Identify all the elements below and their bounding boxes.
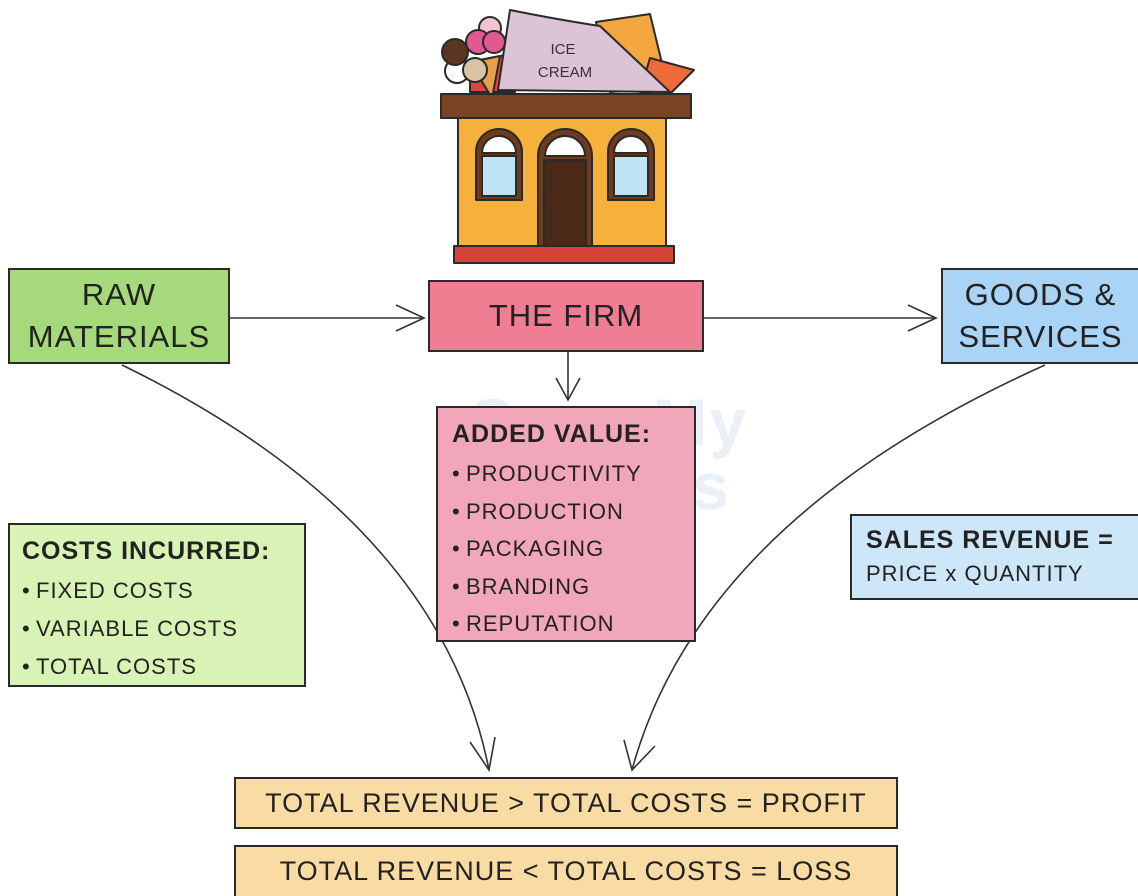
costs-item: FIXED COSTS [36, 578, 194, 603]
ice-cream-cone-icon [441, 16, 506, 99]
list-item: •REPUTATION [452, 611, 615, 636]
list-item: •FIXED COSTS [22, 578, 194, 603]
firm-box: THE FIRM [428, 280, 704, 352]
added-value-item: PACKAGING [466, 536, 605, 561]
added-value-item: PRODUCTION [466, 498, 624, 524]
profit-outcome-text: TOTAL REVENUE > TOTAL COSTS = PROFIT [265, 787, 867, 818]
list-item: •TOTAL COSTS [22, 654, 197, 679]
added-value-heading: ADDED VALUE: [452, 420, 652, 448]
goods-services-line1: GOODS & [964, 277, 1117, 312]
ice-cream-shop-illustration: ICE CREAM [440, 9, 695, 264]
firm-label: THE FIRM [488, 298, 644, 333]
costs-incurred-box: COSTS INCURRED: •FIXED COSTS •VARIABLE C… [8, 523, 306, 687]
connectors [121, 304, 1046, 773]
list-item: •PACKAGING [452, 536, 605, 561]
shop-sign-line2: CREAM [538, 64, 592, 81]
loss-outcome-box: TOTAL REVENUE < TOTAL COSTS = LOSS [234, 845, 898, 896]
goods-services-box: GOODS & SERVICES [941, 268, 1138, 364]
arrow-raw-to-firm-head [395, 304, 426, 332]
curve-goods-to-outcome [631, 364, 1046, 771]
sales-revenue-box: SALES REVENUE = PRICE x QUANTITY [850, 514, 1138, 600]
added-value-list: •PRODUCTIVITY •PRODUCTION •PACKAGING •BR… [452, 455, 680, 643]
raw-materials-line1: RAW [81, 277, 157, 312]
added-value-item: REPUTATION [466, 611, 615, 636]
curve-goods-to-outcome-head [623, 739, 656, 772]
curve-raw-to-outcome-head [469, 736, 496, 773]
list-item: •BRANDING [452, 573, 591, 599]
raw-materials-line2: MATERIALS [27, 319, 211, 354]
shop-sign-line1: ICE [550, 41, 575, 58]
arrow-firm-to-goods-head [907, 304, 938, 332]
curve-raw-to-outcome [121, 364, 490, 771]
costs-item: TOTAL COSTS [36, 654, 197, 679]
arrow-firm-to-added-value-head [555, 377, 581, 402]
added-value-item: BRANDING [466, 573, 591, 599]
profit-outcome-box: TOTAL REVENUE > TOTAL COSTS = PROFIT [234, 777, 898, 829]
added-value-item: PRODUCTIVITY [466, 461, 642, 486]
sales-revenue-formula: PRICE x QUANTITY [866, 561, 1084, 586]
list-item: •VARIABLE COSTS [22, 616, 238, 641]
goods-services-line2: SERVICES [958, 319, 1123, 354]
loss-outcome-text: TOTAL REVENUE < TOTAL COSTS = LOSS [279, 856, 853, 886]
added-value-box: ADDED VALUE: •PRODUCTIVITY •PRODUCTION •… [436, 406, 696, 642]
sales-revenue-heading: SALES REVENUE = [866, 526, 1114, 554]
costs-incurred-list: •FIXED COSTS •VARIABLE COSTS •TOTAL COST… [22, 572, 292, 686]
raw-materials-box: RAW MATERIALS [8, 268, 230, 364]
costs-incurred-heading: COSTS INCURRED: [22, 537, 271, 565]
list-item: •PRODUCTIVITY [452, 461, 642, 486]
list-item: •PRODUCTION [452, 498, 624, 524]
costs-item: VARIABLE COSTS [36, 616, 238, 641]
